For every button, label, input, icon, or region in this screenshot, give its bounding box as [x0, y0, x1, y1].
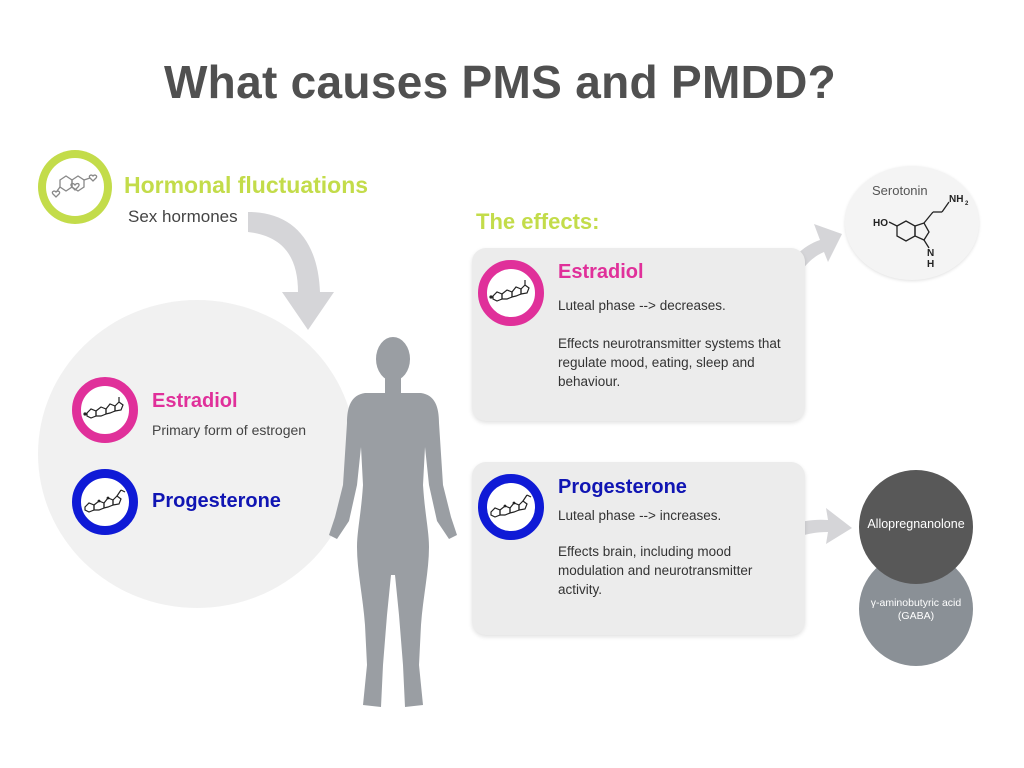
- effects-title: The effects:: [476, 209, 600, 234]
- progesterone-effects-title: Progesterone: [558, 476, 687, 498]
- left-progesterone-title: Progesterone: [152, 490, 281, 512]
- estradiol-effects-card: Estradiol Luteal phase --> decreases. Ef…: [472, 248, 805, 421]
- page-title: What causes PMS and PMDD?: [163, 56, 837, 108]
- serotonin-n-label: N: [927, 248, 934, 259]
- progesterone-molecule-icon: [478, 474, 544, 540]
- hormonal-fluctuations-subtitle: Sex hormones: [128, 207, 238, 226]
- serotonin-label: Serotonin: [872, 183, 928, 198]
- estradiol-effects-description: Effects neurotransmitter systems that re…: [558, 336, 781, 389]
- serotonin-molecule-icon: HO NH 2 N H: [873, 194, 969, 270]
- gaba-label: γ-aminobutyric acid (GABA): [870, 597, 962, 622]
- human-body-icon: [329, 337, 457, 707]
- left-estradiol-title: Estradiol: [152, 390, 238, 412]
- hormones-circle: [38, 300, 356, 608]
- serotonin-nh2-label: NH: [949, 194, 963, 205]
- left-estradiol-subtitle: Primary form of estrogen: [152, 422, 307, 438]
- estradiol-molecule-icon: [72, 377, 138, 443]
- estradiol-effects-title: Estradiol: [558, 261, 644, 283]
- arrow-down-left: [248, 212, 334, 330]
- estradiol-effects-phase: Luteal phase --> decreases.: [558, 298, 726, 313]
- allopregnanolone-label: Allopregnanolone: [867, 517, 965, 531]
- allopregnanolone-circle: [859, 470, 973, 584]
- estradiol-molecule-icon: [478, 260, 544, 326]
- progesterone-effects-description: Effects brain, including mood modulation…: [558, 544, 753, 597]
- serotonin-nh2-subscript: 2: [965, 201, 969, 207]
- progesterone-effects-phase: Luteal phase --> increases.: [558, 508, 722, 523]
- serotonin-circle: HO NH 2 N H: [845, 166, 979, 280]
- serotonin-ho-label: HO: [873, 218, 888, 229]
- hormone-molecule-heart-icon: [38, 150, 112, 224]
- hormonal-fluctuations-title: Hormonal fluctuations: [124, 172, 369, 198]
- progesterone-molecule-icon: [72, 469, 138, 535]
- progesterone-effects-card: Progesterone Luteal phase --> increases.…: [472, 462, 805, 635]
- serotonin-h-label: H: [927, 259, 934, 270]
